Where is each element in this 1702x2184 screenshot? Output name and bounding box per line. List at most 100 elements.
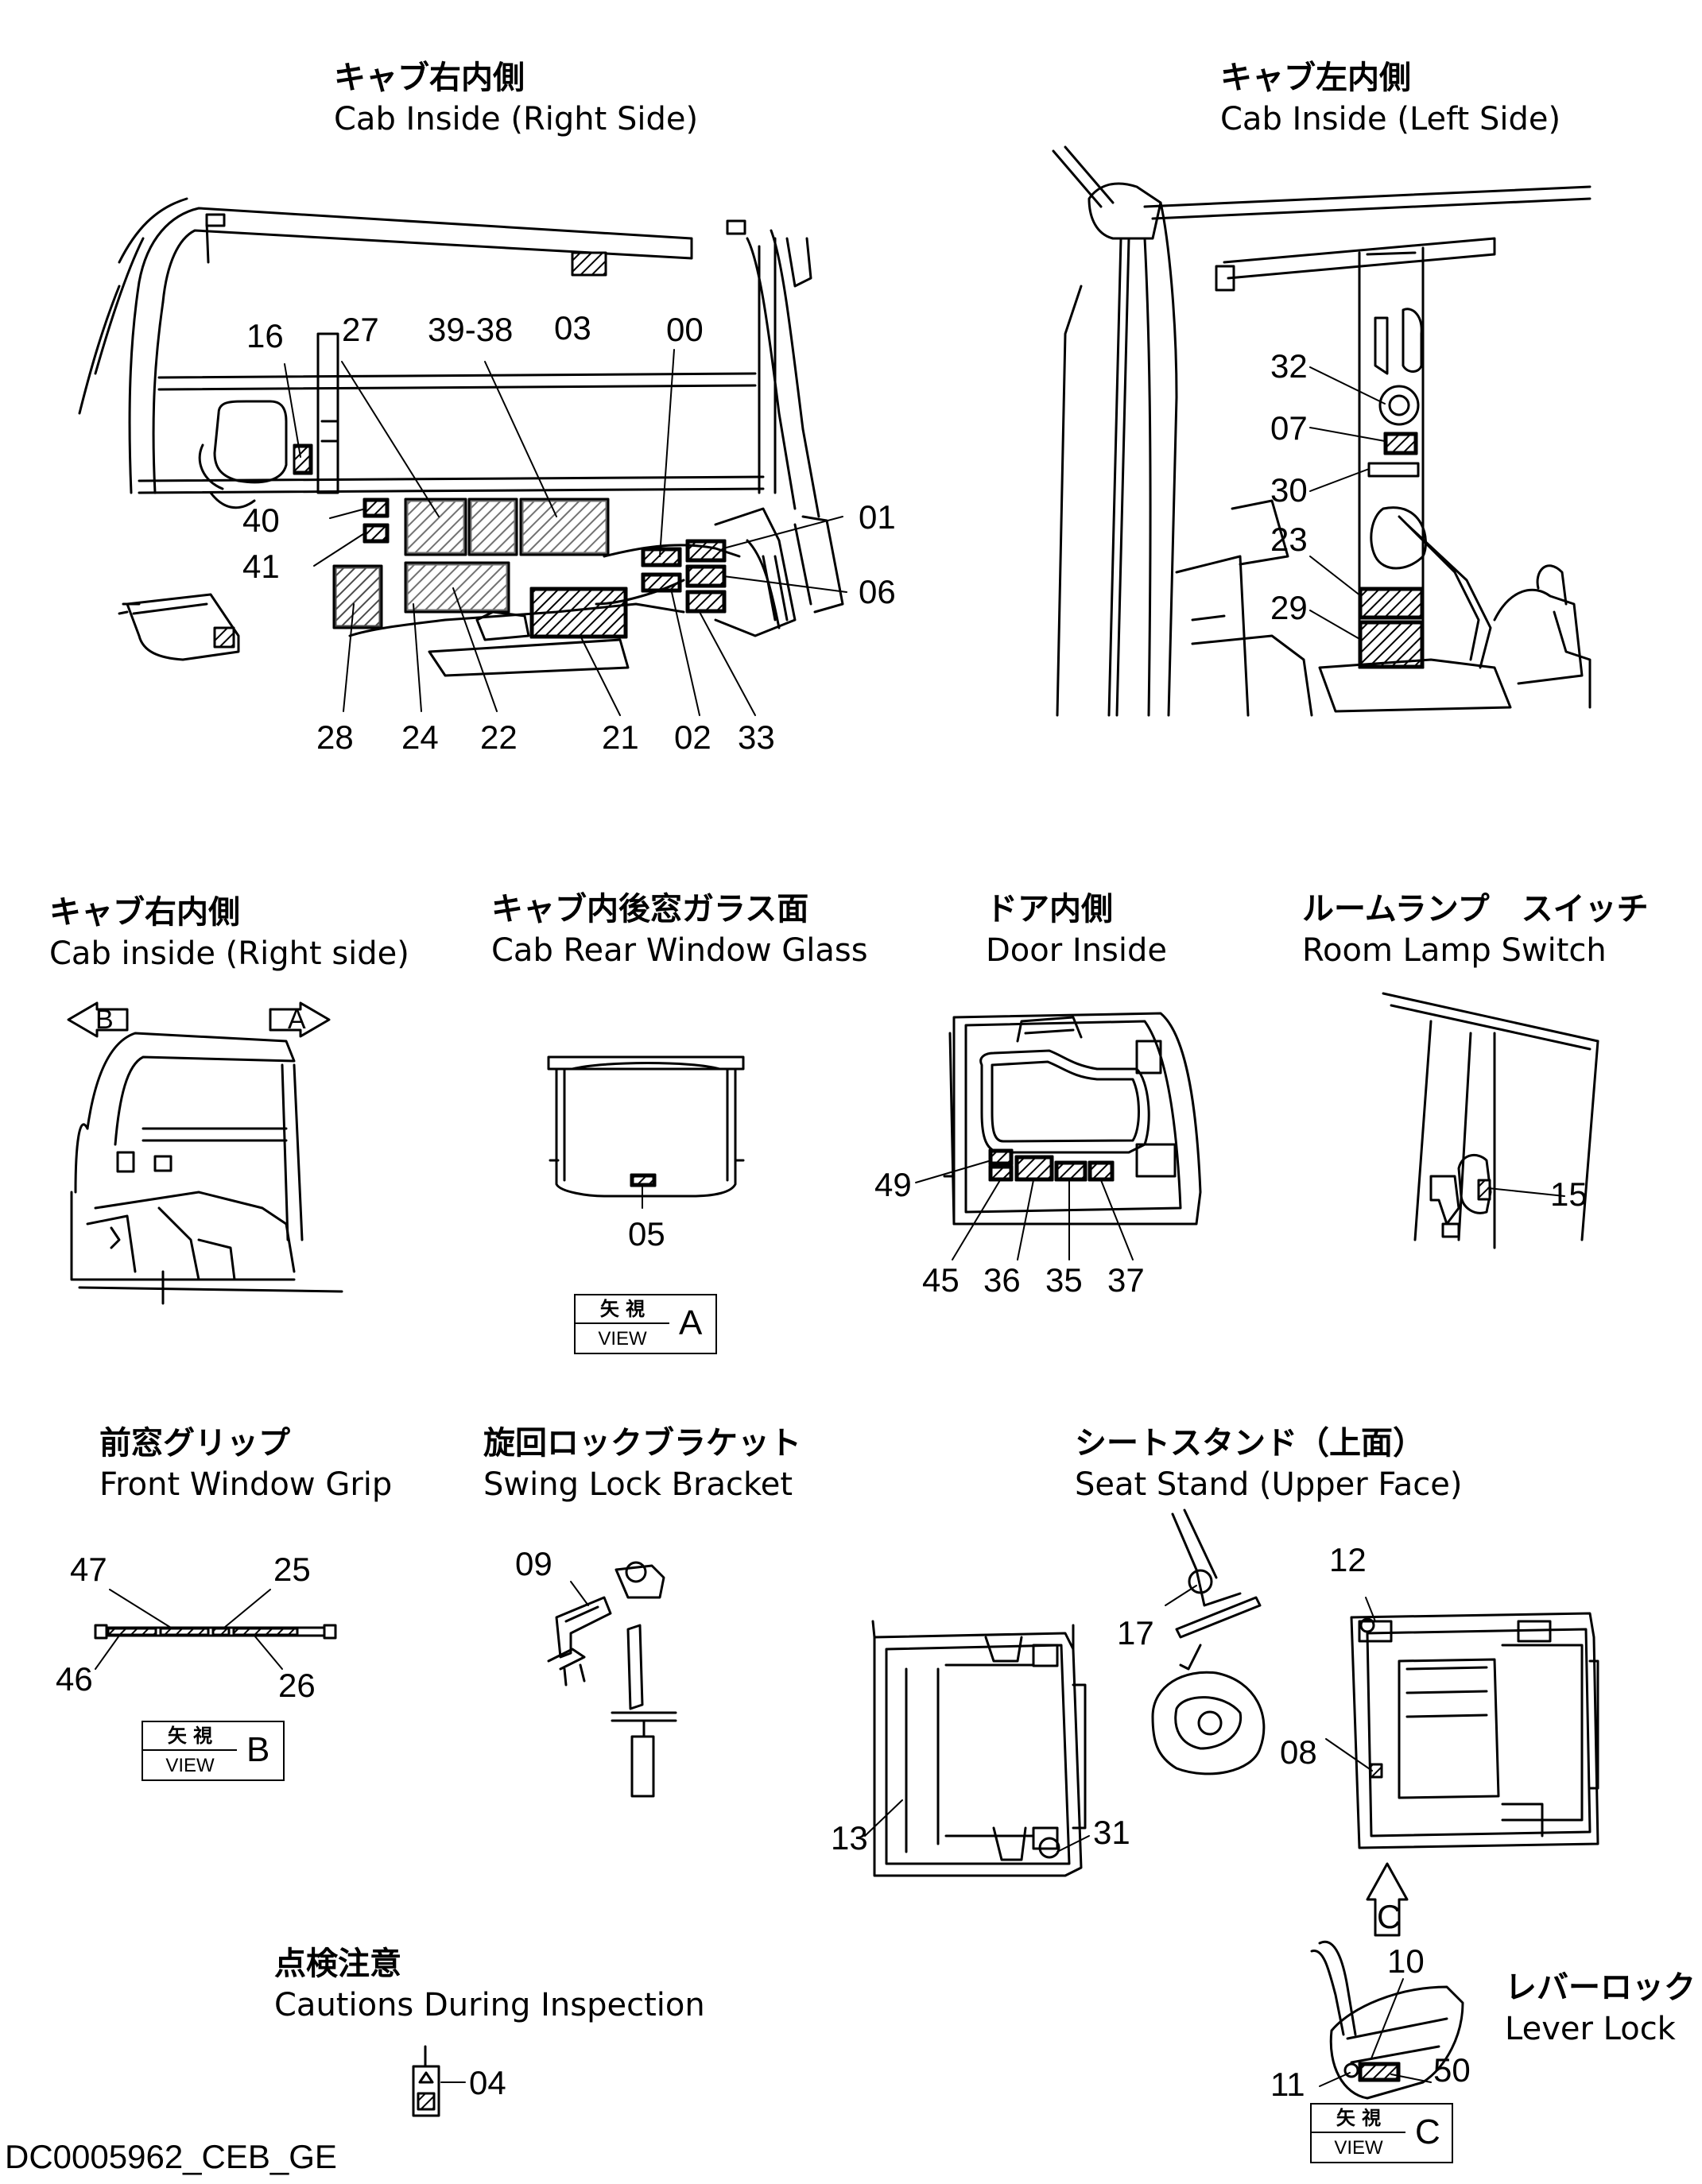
callout-number: 16 — [246, 317, 284, 354]
title-jp: 点検注意 — [274, 1946, 401, 1982]
title-en: Cab Inside (Right Side) — [334, 101, 699, 137]
title-jp: 旋回ロックブラケット — [483, 1425, 801, 1462]
callout-number: 36 — [983, 1261, 1021, 1299]
callout-number: 47 — [70, 1551, 107, 1588]
title-en: Cautions During Inspection — [274, 1987, 705, 2023]
title-lever-lock: レバーロック Lever Lock — [1505, 1967, 1696, 2050]
callout-number: 02 — [674, 718, 711, 756]
seat-stand-left-drawing — [871, 1620, 1087, 1877]
callout-number: 41 — [242, 548, 280, 585]
rear-window-drawing — [547, 1055, 745, 1209]
title-jp: ドア内側 — [986, 891, 1113, 927]
callout-number: 33 — [738, 718, 775, 756]
title-jp: シートスタンド（上面） — [1075, 1425, 1425, 1462]
view-arrow-label-a: A — [288, 1005, 306, 1035]
callout-number: 28 — [316, 718, 354, 756]
title-front-grip: 前窓グリップ Front Window Grip — [99, 1423, 392, 1505]
callout-number: 04 — [469, 2064, 506, 2101]
callout-number: 25 — [273, 1551, 311, 1588]
callout-number: 12 — [1329, 1541, 1367, 1578]
leaders-door — [915, 1160, 1134, 1260]
callout-number: 15 — [1550, 1175, 1588, 1213]
title-seat-stand: シートスタンド（上面） Seat Stand (Upper Face) — [1075, 1423, 1462, 1505]
door-inside-drawing — [943, 1012, 1202, 1226]
view-marker-letter: B — [246, 1730, 270, 1769]
view-marker-b: 矢 視 VIEW B — [142, 1721, 285, 1781]
callout-number: 26 — [278, 1667, 316, 1704]
view-marker-letter: A — [679, 1303, 703, 1342]
view-marker-en: VIEW — [1334, 2137, 1383, 2159]
callout-number: 27 — [342, 311, 379, 348]
callout-number: 49 — [874, 1166, 912, 1203]
callout-number: 45 — [922, 1261, 960, 1299]
room-lamp-drawing — [1382, 992, 1599, 1249]
title-jp: 前窓グリップ — [99, 1425, 290, 1462]
callout-number: 11 — [1270, 2066, 1305, 2103]
callout-number: 30 — [1270, 471, 1308, 509]
cab-right-side-drawing — [78, 197, 844, 677]
title-swing-lock: 旋回ロックブラケット Swing Lock Bracket — [483, 1423, 801, 1505]
title-jp: キャブ内後窓ガラス面 — [491, 891, 809, 927]
drawing-number: DC0005962_CEB_GE — [5, 2138, 337, 2175]
leaders-cab-left — [1309, 366, 1386, 641]
callout-number: 21 — [602, 718, 639, 756]
title-jp: キャブ右内側 — [334, 60, 525, 96]
title-cab-right-mid: キャブ右内側 Cab inside (Right side) — [49, 892, 409, 974]
title-en: Seat Stand (Upper Face) — [1075, 1466, 1463, 1503]
callout-number: 03 — [554, 309, 591, 347]
view-marker-letter: C — [1415, 2112, 1440, 2151]
view-marker-jp: 矢 視 — [143, 1722, 237, 1751]
callout-number: 01 — [859, 498, 896, 536]
title-jp: レバーロック — [1505, 1969, 1696, 2006]
view-marker-jp: 矢 視 — [576, 1295, 669, 1324]
callout-number: 05 — [628, 1215, 665, 1253]
inspection-drawing — [412, 2045, 440, 2117]
callout-number: 46 — [56, 1660, 93, 1698]
front-grip-drawing — [94, 1624, 337, 1640]
leaders-cab-right — [284, 349, 847, 716]
title-en: Room Lamp Switch — [1302, 932, 1607, 969]
callout-number: 32 — [1270, 347, 1308, 385]
title-jp: ルームランプ スイッチ — [1302, 891, 1649, 927]
view-marker-jp: 矢 視 — [1312, 2105, 1405, 2133]
title-inspection: 点検注意 Cautions During Inspection — [274, 1943, 705, 2026]
leader-room-lamp — [1487, 1187, 1565, 1197]
callout-number: 31 — [1093, 1814, 1130, 1851]
title-cab-left-top: キャブ左内側 Cab Inside (Left Side) — [1220, 57, 1560, 140]
callout-number: 07 — [1270, 409, 1308, 447]
callout-number: 06 — [859, 573, 896, 610]
title-en: Cab inside (Right side) — [49, 935, 409, 972]
title-en: Swing Lock Bracket — [483, 1466, 793, 1503]
seat-stand-mid-drawing — [1151, 1508, 1266, 1775]
leaders-lever — [1319, 1978, 1432, 2087]
callout-number: 23 — [1270, 521, 1308, 558]
callout-number: 39-38 — [428, 311, 514, 348]
lever-lock-drawing — [1310, 1940, 1464, 2100]
view-marker-c: 矢 視 VIEW C — [1310, 2103, 1453, 2163]
seat-stand-right-drawing — [1350, 1612, 1599, 1937]
callout-number: 29 — [1270, 589, 1308, 626]
swing-lock-drawing — [547, 1561, 677, 1798]
title-door-inside: ドア内側 Door Inside — [986, 889, 1167, 971]
callout-number: 09 — [515, 1545, 552, 1582]
cab-left-side-drawing — [1052, 145, 1592, 717]
view-marker-a: 矢 視 VIEW A — [574, 1294, 717, 1354]
view-marker-en: VIEW — [598, 1328, 647, 1350]
title-en: Front Window Grip — [99, 1466, 393, 1503]
callout-number: 10 — [1387, 1942, 1425, 1980]
title-jp: キャブ右内側 — [49, 894, 240, 931]
title-cab-right-top: キャブ右内側 Cab Inside (Right Side) — [334, 57, 698, 140]
callout-number: 22 — [480, 718, 518, 756]
callout-number: 24 — [401, 718, 439, 756]
leader-swing-lock — [570, 1581, 589, 1606]
title-en: Lever Lock — [1505, 2011, 1676, 2047]
title-room-lamp: ルームランプ スイッチ Room Lamp Switch — [1302, 889, 1649, 971]
view-arrow-label-c: C — [1377, 1898, 1402, 1935]
view-arrow-label-b: B — [95, 1005, 114, 1035]
callout-number: 13 — [831, 1819, 868, 1857]
callout-number: 50 — [1433, 2051, 1471, 2089]
cab-side-view-drawing — [67, 1001, 343, 1305]
callout-number: 17 — [1117, 1614, 1154, 1652]
title-en: Door Inside — [986, 932, 1168, 969]
